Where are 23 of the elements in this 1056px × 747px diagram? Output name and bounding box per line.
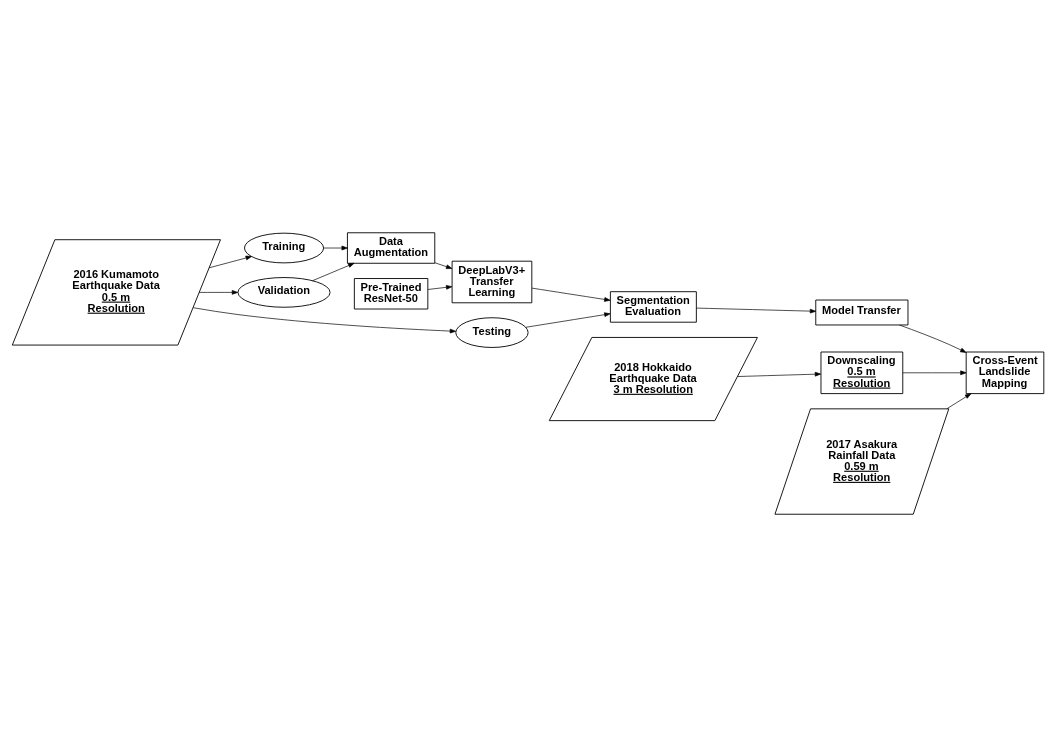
node-box: Data Augmentation — [346, 232, 436, 264]
arrow — [427, 285, 453, 290]
arrow — [531, 287, 611, 302]
node-box: Segmentation Evaluation — [609, 291, 697, 323]
arrow — [198, 290, 239, 295]
arrow — [525, 312, 611, 328]
arrow — [737, 371, 822, 377]
arrow — [312, 262, 355, 282]
arrow — [192, 307, 457, 334]
node-ellipse: Testing — [455, 317, 529, 348]
arrow — [323, 245, 348, 251]
arrow — [434, 262, 453, 269]
node-box: Pre-Trained ResNet-50 — [353, 278, 429, 310]
node-box: Cross-Event Landslide Mapping — [965, 351, 1045, 395]
arrow — [946, 393, 972, 410]
node-ellipse: Validation — [237, 277, 331, 308]
arrow — [208, 255, 252, 269]
node-box: Model Transfer — [815, 299, 909, 326]
arrow — [902, 370, 967, 376]
arrow — [899, 324, 967, 353]
node-box: Downscaling 0.5 m Resolution — [820, 351, 904, 395]
node-box: DeepLabV3+ Transfer Learning — [451, 260, 533, 304]
arrow — [696, 307, 817, 314]
